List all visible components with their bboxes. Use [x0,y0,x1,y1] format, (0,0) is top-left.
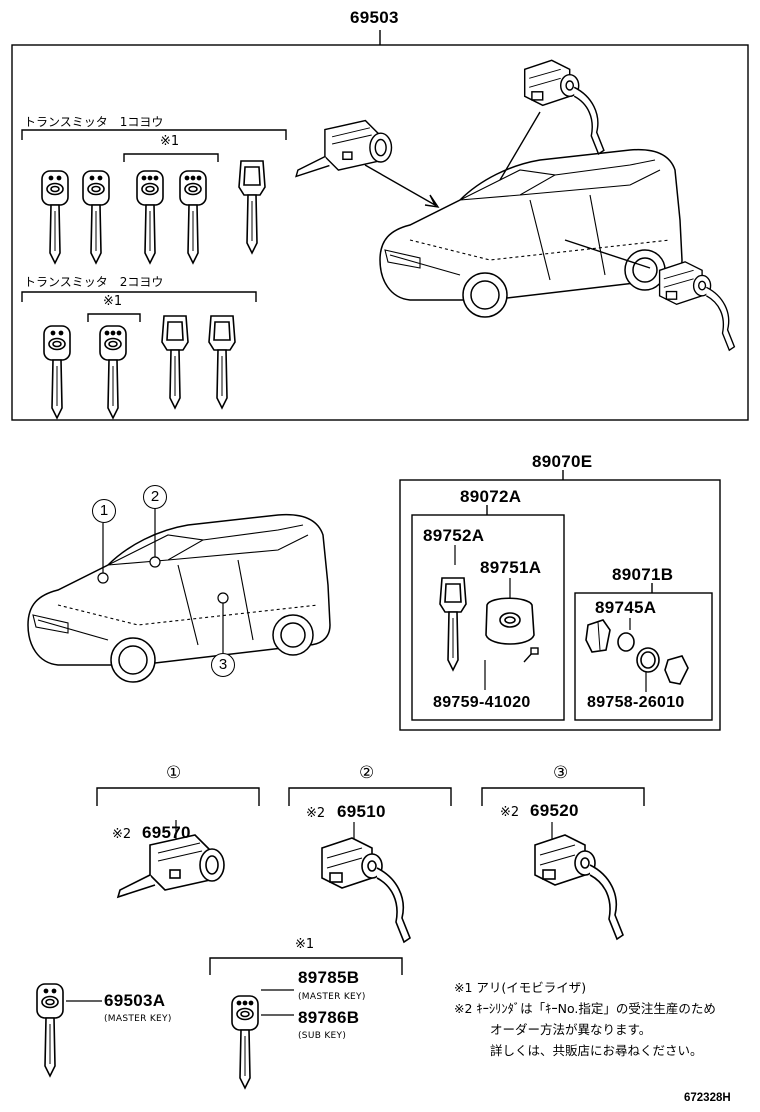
location-marker-1: 1 [92,499,116,523]
fob-cover-part-number: 89751A [480,558,542,577]
master-key-part-number: 69503A [104,991,166,1010]
transmitter-1-label: トランスミッタ 1コヨウ [24,115,164,129]
location-marker-3: 3 [211,653,235,677]
note-2-line-1: ※2 ｷｰｼﾘﾝﾀﾞは「ｷｰNo.指定」の受注生産のため [454,1001,716,1016]
note-1: ※1 アリ(イモビライザ) [454,980,587,995]
cylinder-1-circle: ① [166,763,182,783]
cylinder-3-circle: ③ [553,763,569,783]
cylinder-3-mark: ※2 [500,805,520,820]
key-group-mark: ※1 [295,937,315,952]
sub-kit-b-part-number: 89071B [612,565,674,584]
note-2-line-3: 詳しくは、共販店にお尋ねください。 [490,1043,703,1058]
master-key-desc: (MASTER KEY) [104,1014,172,1024]
cylinder-2-part-number: 69510 [337,802,386,821]
kit-part-number: 89070E [532,452,593,471]
transmitter-2-label: トランスミッタ 2コヨウ [24,275,164,289]
item-part-number: 89745A [595,598,657,617]
note-2-line-2: オーダー方法が異なります。 [490,1022,652,1037]
sub-kit-a-part-number: 89072A [460,487,522,506]
transmitter-1-mark: ※1 [160,134,180,149]
screw-part-number: 89759-41020 [433,694,531,711]
cylinder-1-mark: ※2 [112,827,132,842]
alt-master-key-part-number: 89785B [298,968,360,987]
transmitter-2-mark: ※1 [103,294,123,309]
assembly-part-number: 69503 [350,8,399,27]
bottom-part-number: 89758-26010 [587,694,685,711]
sub-key-desc: (SUB KEY) [298,1031,347,1041]
cylinder-2-mark: ※2 [306,806,326,821]
cylinder-3-part-number: 69520 [530,801,579,820]
cylinder-1-part-number: 69570 [142,823,191,842]
diagram-code: 672328H [684,1092,731,1104]
location-marker-2: 2 [143,485,167,509]
sub-key-part-number: 89786B [298,1008,360,1027]
cylinder-2-circle: ② [359,763,375,783]
key-blank-part-number: 89752A [423,526,485,545]
alt-master-key-desc: (MASTER KEY) [298,992,366,1002]
